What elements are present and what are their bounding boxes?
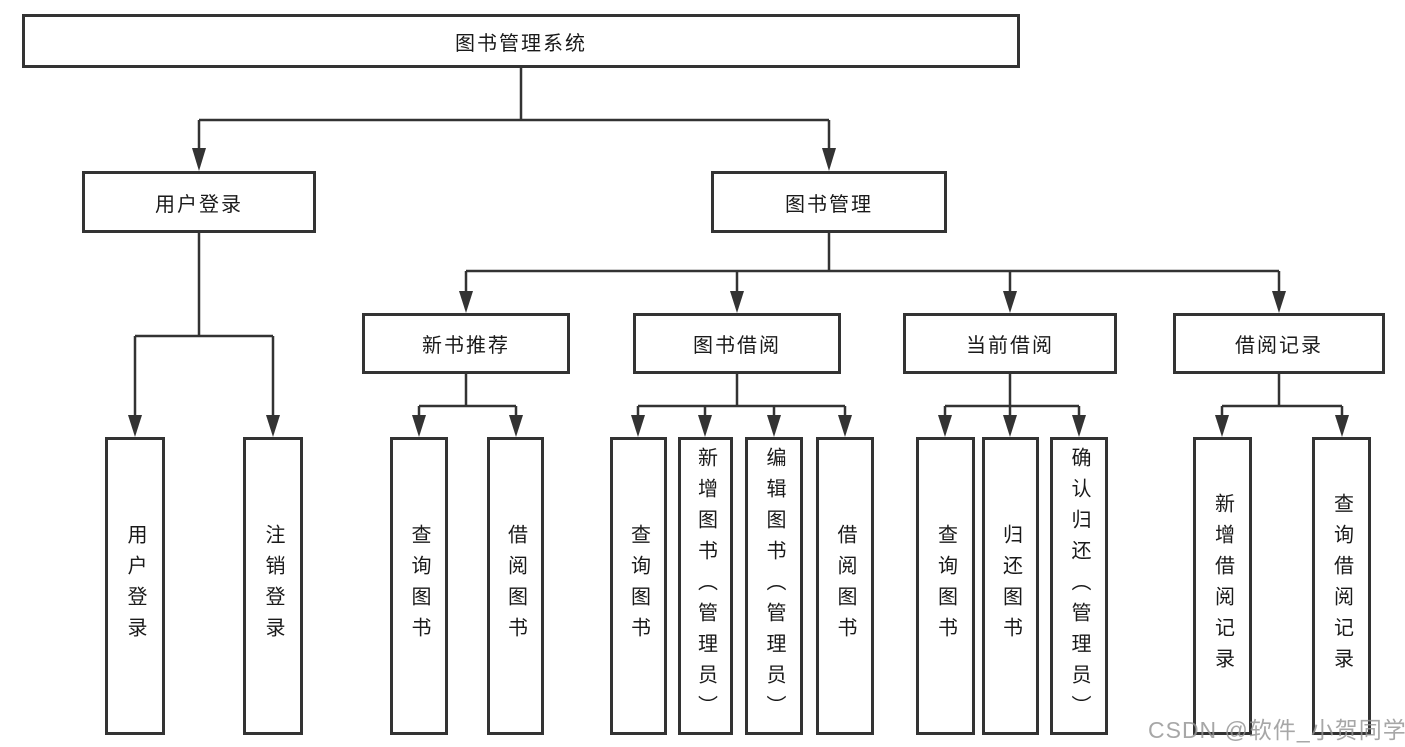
node-book-management: 图书管理 <box>711 171 947 233</box>
leaf-newbook-borrow-books: 借阅图书 <box>487 437 544 735</box>
leaf-label: 新增借阅记录 <box>1211 493 1234 679</box>
connector-currentborrow-to-leaves <box>943 374 1081 416</box>
leaf-records-add-record: 新增借阅记录 <box>1193 437 1252 735</box>
leaf-label: 借阅图书 <box>504 524 527 648</box>
connector-bookmgmt-to-level3 <box>464 233 1281 293</box>
node-user-login: 用户登录 <box>82 171 316 233</box>
node-label: 用户登录 <box>155 193 243 216</box>
connector-newbook-to-leaves <box>417 374 518 416</box>
leaf-label: 查询图书 <box>408 524 430 648</box>
connector-bookborrow-to-leaves <box>636 374 847 416</box>
node-borrow-records: 借阅记录 <box>1173 313 1385 374</box>
node-label: 图书管理系统 <box>455 32 587 55</box>
leaf-newbook-query-books: 查询图书 <box>390 437 448 735</box>
leaf-current-query-books: 查询图书 <box>916 437 975 735</box>
node-label: 新书推荐 <box>422 335 510 357</box>
leaf-borrow-add-books-admin: 新增图书（管理员） <box>678 437 733 735</box>
leaf-label: 用户登录 <box>124 524 146 648</box>
leaf-label: 查询图书 <box>934 524 957 648</box>
leaf-current-return-books: 归还图书 <box>982 437 1039 735</box>
node-new-book-recommend: 新书推荐 <box>362 313 570 374</box>
csdn-watermark: CSDN @软件_小贺同学 <box>1148 717 1405 743</box>
connector-root-to-level2 <box>197 68 831 150</box>
leaf-label: 编辑图书（管理员） <box>763 446 785 726</box>
leaf-label: 新增图书（管理员） <box>694 446 717 726</box>
leaf-label: 归还图书 <box>999 524 1022 648</box>
node-label: 当前借阅 <box>966 335 1054 357</box>
leaf-current-confirm-return-admin: 确认归还（管理员） <box>1050 437 1108 735</box>
node-label: 借阅记录 <box>1235 335 1323 357</box>
leaf-label: 查询借阅记录 <box>1330 493 1353 679</box>
node-current-borrow: 当前借阅 <box>903 313 1117 374</box>
leaf-user-login: 用户登录 <box>105 437 165 735</box>
node-library-management-system: 图书管理系统 <box>22 14 1020 68</box>
connector-userlogin-to-leaves <box>133 233 275 416</box>
node-book-borrow: 图书借阅 <box>633 313 841 374</box>
leaf-label: 查询图书 <box>627 524 650 648</box>
connector-records-to-leaves <box>1220 374 1344 416</box>
leaf-borrow-borrow-books: 借阅图书 <box>816 437 874 735</box>
node-label: 图书借阅 <box>693 335 781 357</box>
leaf-label: 借阅图书 <box>834 524 856 648</box>
leaf-borrow-query-books: 查询图书 <box>610 437 667 735</box>
leaf-records-query-record: 查询借阅记录 <box>1312 437 1371 735</box>
leaf-logout: 注销登录 <box>243 437 303 735</box>
leaf-label: 注销登录 <box>262 524 284 648</box>
leaf-borrow-edit-books-admin: 编辑图书（管理员） <box>745 437 803 735</box>
node-label: 图书管理 <box>785 193 873 216</box>
leaf-label: 确认归还（管理员） <box>1068 446 1090 726</box>
